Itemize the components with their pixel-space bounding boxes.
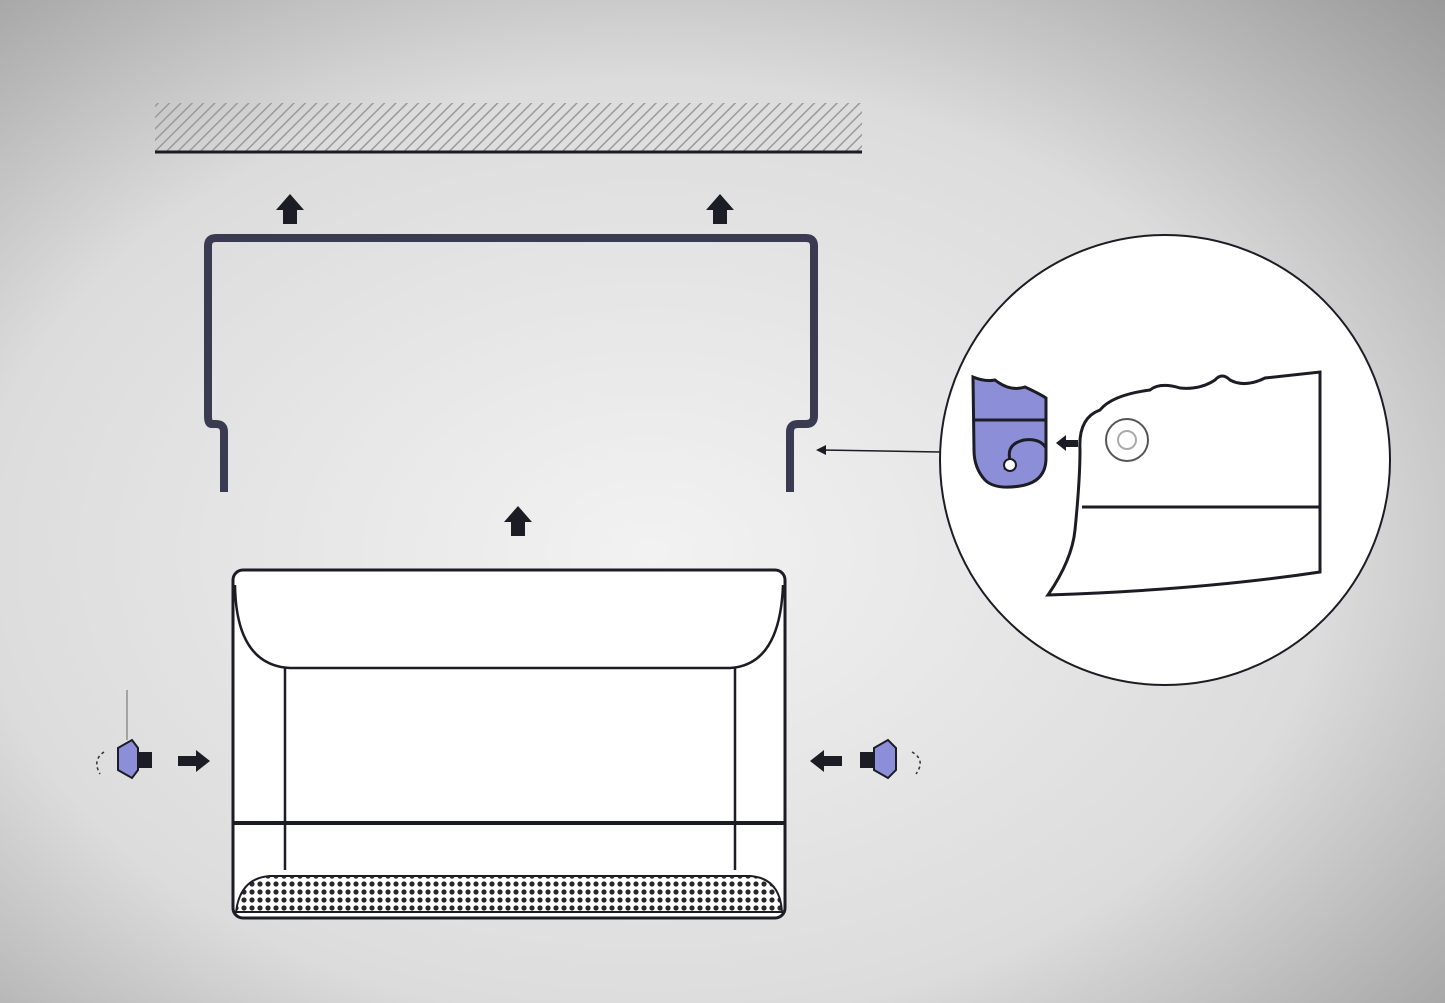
detail-pointer xyxy=(816,445,941,455)
ceiling xyxy=(155,103,862,154)
detail-magnifier xyxy=(939,234,1391,686)
screw-icon xyxy=(810,738,921,780)
heater-grille xyxy=(234,875,784,913)
rotation-icon xyxy=(911,751,921,775)
heater-unit xyxy=(231,568,787,920)
mounting-bracket xyxy=(204,234,818,492)
screw-icon xyxy=(96,690,210,780)
bracket-hook-detail xyxy=(971,374,1048,489)
arrow-left-icon xyxy=(810,750,842,772)
arrow-right-icon xyxy=(178,750,210,772)
arrow-left-icon xyxy=(1056,435,1078,451)
rotation-icon xyxy=(96,751,105,775)
screw-hole xyxy=(1105,418,1149,462)
